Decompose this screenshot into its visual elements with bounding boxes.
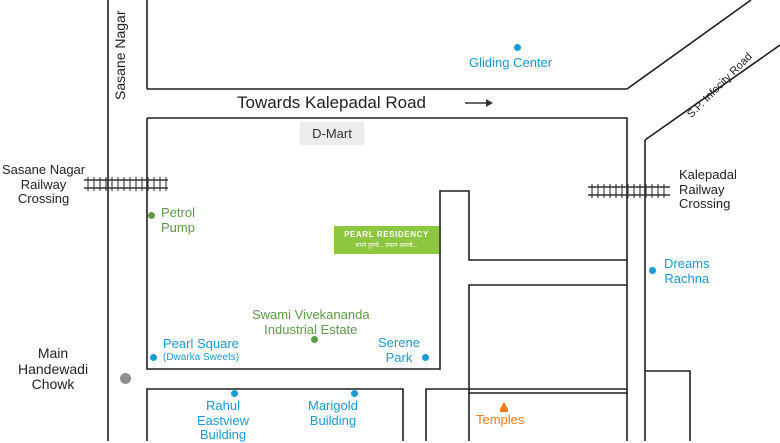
label-line: Pump [161,219,195,235]
location-dot-icon [514,44,521,51]
location-dot-icon [311,336,318,343]
location-dot-icon [148,212,155,219]
road-line [147,117,628,441]
main-chowk-label: Main Handewadi Chowk [18,345,89,393]
road-line [146,388,404,441]
marigold-label: Marigold Building [308,398,358,428]
label-line: Crossing [17,191,70,207]
sasane-crossing-label: Sasane Nagar Railway Crossing [2,162,86,207]
location-dot-icon [649,267,656,274]
label-line: Rachna [664,270,710,286]
road-label-sasane-nagar: Sasane Nagar [112,10,128,100]
label-line: Petrol [161,205,195,220]
dreams-rachna-label: Dreams Rachna [664,256,710,286]
kalepadal-crossing-label: Kalepadal Railway Crossing [679,167,737,212]
label-line: Park [385,349,413,365]
project-name: PEARL RESIDENCY [344,230,429,239]
label-line: Serene [378,335,420,350]
label-line: Crossing [679,196,731,212]
label-line: Railway [20,176,67,192]
label-line: Eastview [197,412,250,428]
road-line [146,118,627,370]
petrol-pump-label: Petrol Pump [161,205,195,235]
label-line: Building [309,412,357,428]
rahul-eastview-label: Rahul Eastview Building [197,398,250,443]
label-line: Building [199,427,247,443]
pearl-square-label: Pearl Square [163,336,239,351]
label-line: Marigold [308,398,358,413]
gliding-center-label: Gliding Center [469,55,553,70]
location-dot-icon [150,354,157,361]
label-line: Chowk [31,376,75,393]
location-dot-icon [422,354,429,361]
dmart-label: D-Mart [300,122,364,145]
label-line: Main [37,345,69,361]
arrow-right-icon [465,99,493,107]
road-line [644,44,780,141]
junction-dot-icon [120,373,131,384]
label-line: Railway [679,181,725,197]
label-line: Rahul [206,398,240,413]
road-line [645,370,691,441]
serene-park-label: Serene Park [378,335,420,365]
location-dot-icon [231,390,238,397]
road-line [425,388,627,441]
temple-icon [500,402,508,412]
pearl-square-note: (Dwarka Sweets) [163,352,240,363]
swami-vivekananda-label: Swami Vivekananda Industrial Estate [252,307,370,337]
railway-track-icon [84,177,168,191]
label-line: Swami Vivekananda [252,307,370,322]
label-line: Handewadi [18,360,89,377]
temples-label: Temples [476,412,525,427]
road-label-kalepadal: Towards Kalepadal Road [237,93,427,112]
railway-track-icon [588,184,670,198]
label-line: Sasane Nagar [2,162,86,177]
label-line: Industrial Estate [264,321,358,337]
pearl-residency-badge: PEARL RESIDENCY सपने तुमचे... प्रयत्न आम… [334,226,439,254]
label-line: Dreams [664,256,710,271]
label-line: Kalepadal [679,167,737,182]
project-tagline: सपने तुमचे... प्रयत्न आमचे... [355,243,418,249]
road-line [147,0,752,90]
location-dot-icon [351,390,358,397]
